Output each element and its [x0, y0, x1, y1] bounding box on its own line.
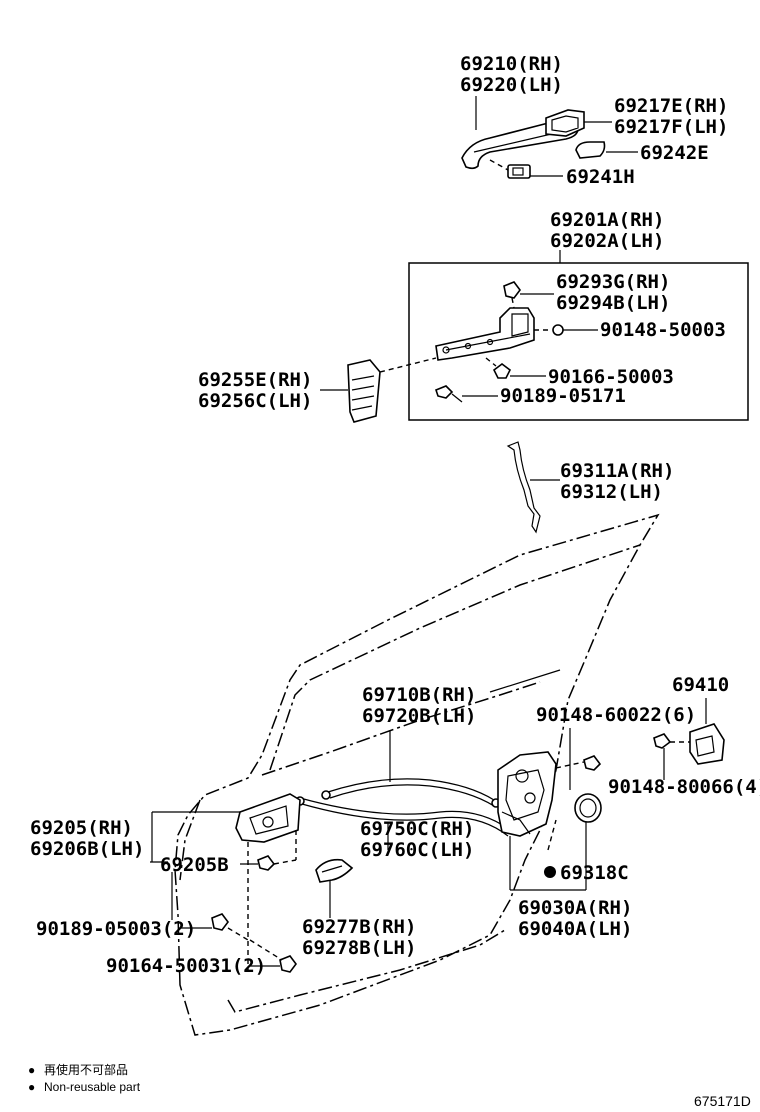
door-outline [174, 513, 660, 1036]
part-number-label: 69206B(LH) [30, 838, 144, 860]
part-number-label: 90189-05171 [500, 385, 626, 407]
part-number-label: 69720B(LH) [362, 705, 476, 727]
link-rod-part [506, 441, 560, 534]
part-number-label: 90148-80066(4) [608, 776, 760, 798]
inside-handle-screw-part [240, 855, 297, 871]
screw-part [435, 385, 498, 403]
bolt-part [534, 324, 598, 336]
legend-bullet: ● [28, 1063, 35, 1077]
part-number-label: 69202A(LH) [550, 230, 664, 252]
inside-handle-part [151, 793, 301, 970]
part-number-label: 69312(LH) [560, 481, 663, 503]
part-number-label: 69241H [566, 166, 635, 188]
frame-part [435, 307, 535, 361]
cable-2-part [295, 796, 511, 850]
striker-part [653, 698, 725, 780]
legend-bullet: ● [28, 1080, 35, 1094]
part-number-label: 69311A(RH) [560, 460, 674, 482]
lock-bolt-part [555, 728, 602, 790]
legend-japanese-text: 再使用不可部品 [44, 1062, 128, 1077]
part-number-label: 69293G(RH) [556, 271, 670, 293]
part-number-label: 69255E(RH) [198, 369, 312, 391]
nut-part [485, 357, 546, 379]
part-number-label: 69410 [672, 674, 729, 696]
part-number-label: 69242E [640, 142, 709, 164]
part-number-label: 69217F(LH) [614, 116, 728, 138]
part-number-label: 69710B(RH) [362, 684, 476, 706]
part-number-label: 69040A(LH) [518, 918, 632, 940]
part-number-label: 69750C(RH) [360, 818, 474, 840]
part-number-label: 69205(RH) [30, 817, 133, 839]
part-number-label: 69278B(LH) [302, 937, 416, 959]
part-number-label: 90166-50003 [548, 366, 674, 388]
gasket-part [489, 159, 563, 179]
clip-part [503, 281, 554, 309]
part-number-label: 69256C(LH) [198, 390, 312, 412]
legend-english-text: Non-reusable part [44, 1080, 141, 1094]
legend: ● 再使用不可部品 ● Non-reusable part [28, 1062, 141, 1094]
cover-part [315, 858, 354, 918]
pad-part [575, 141, 638, 159]
part-number-label: 69220(LH) [460, 74, 563, 96]
clip-2-part [180, 913, 249, 941]
screw-2-part [249, 939, 297, 973]
part-number-label: 69205B [160, 854, 229, 876]
part-number-label: 69201A(RH) [550, 209, 664, 231]
part-number-label: 69294B(LH) [556, 292, 670, 314]
part-number-label: 69217E(RH) [614, 95, 728, 117]
handle-cover-frame-part [320, 357, 437, 423]
part-number-label: 69760C(LH) [360, 839, 474, 861]
frame-assembly-box [408, 250, 749, 421]
part-number-label: 69030A(RH) [518, 897, 632, 919]
door-lock-part [497, 751, 587, 891]
handle-cover-part [545, 109, 612, 137]
part-number-label: 90189-05003(2) [36, 918, 196, 940]
part-number-label: 69210(RH) [460, 53, 563, 75]
part-number-label: 90148-50003 [600, 319, 726, 341]
part-number-label: 90164-50031(2) [106, 955, 266, 977]
part-number-label: 69277B(RH) [302, 916, 416, 938]
grommet-part [544, 793, 602, 878]
part-number-label: 90148-60022(6) [536, 704, 696, 726]
part-number-label: 69318C [560, 862, 629, 884]
diagram-reference-code: 675171D [694, 1093, 751, 1109]
